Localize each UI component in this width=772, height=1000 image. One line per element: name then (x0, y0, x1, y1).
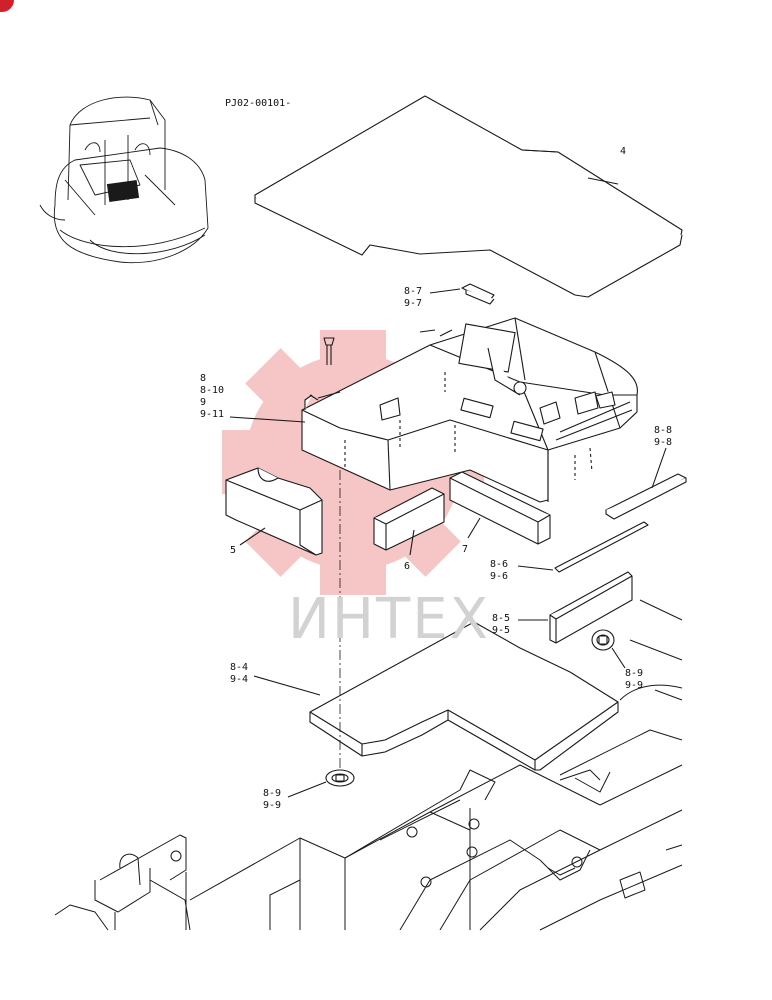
part-6-pad (373, 487, 445, 551)
callout-5: 5 (230, 545, 237, 556)
grommet-right (591, 629, 615, 651)
leader-4 (587, 177, 619, 185)
bolt (323, 337, 335, 365)
callout-4: 4 (620, 146, 627, 157)
drawing-code: PJ02-00101- (225, 98, 292, 109)
leader-8-7 (429, 288, 461, 294)
leader-8 (229, 416, 306, 423)
leader-5 (239, 527, 266, 546)
watermark-text: ИНТЕХ (288, 587, 490, 652)
part-8-console-box (301, 317, 638, 503)
leader-8-9-left (287, 781, 327, 798)
callout-6: 6 (404, 561, 411, 572)
leader-8-9-right (611, 647, 626, 669)
part-8-4-floor-mat (309, 621, 619, 771)
callout-7: 7 (462, 544, 469, 555)
leader-8-8 (651, 447, 667, 489)
leader-6 (409, 529, 415, 556)
leader-8-6 (517, 565, 554, 571)
console-hidden-lines (344, 372, 593, 480)
part-8-5-plate (549, 571, 633, 644)
part-8-8-strip (605, 473, 687, 520)
grommet-left (325, 769, 355, 787)
leader-8-4 (253, 675, 321, 696)
leader-7 (467, 517, 481, 539)
part-5-side-pad (225, 467, 323, 556)
part-7-pad (449, 471, 551, 545)
part-8-7-pad (461, 283, 495, 305)
part-4-floor-mat (254, 95, 683, 298)
excavator-cab-thumbnail (39, 96, 209, 264)
part-8-6-strip (554, 521, 649, 573)
machine-frame (54, 599, 683, 931)
